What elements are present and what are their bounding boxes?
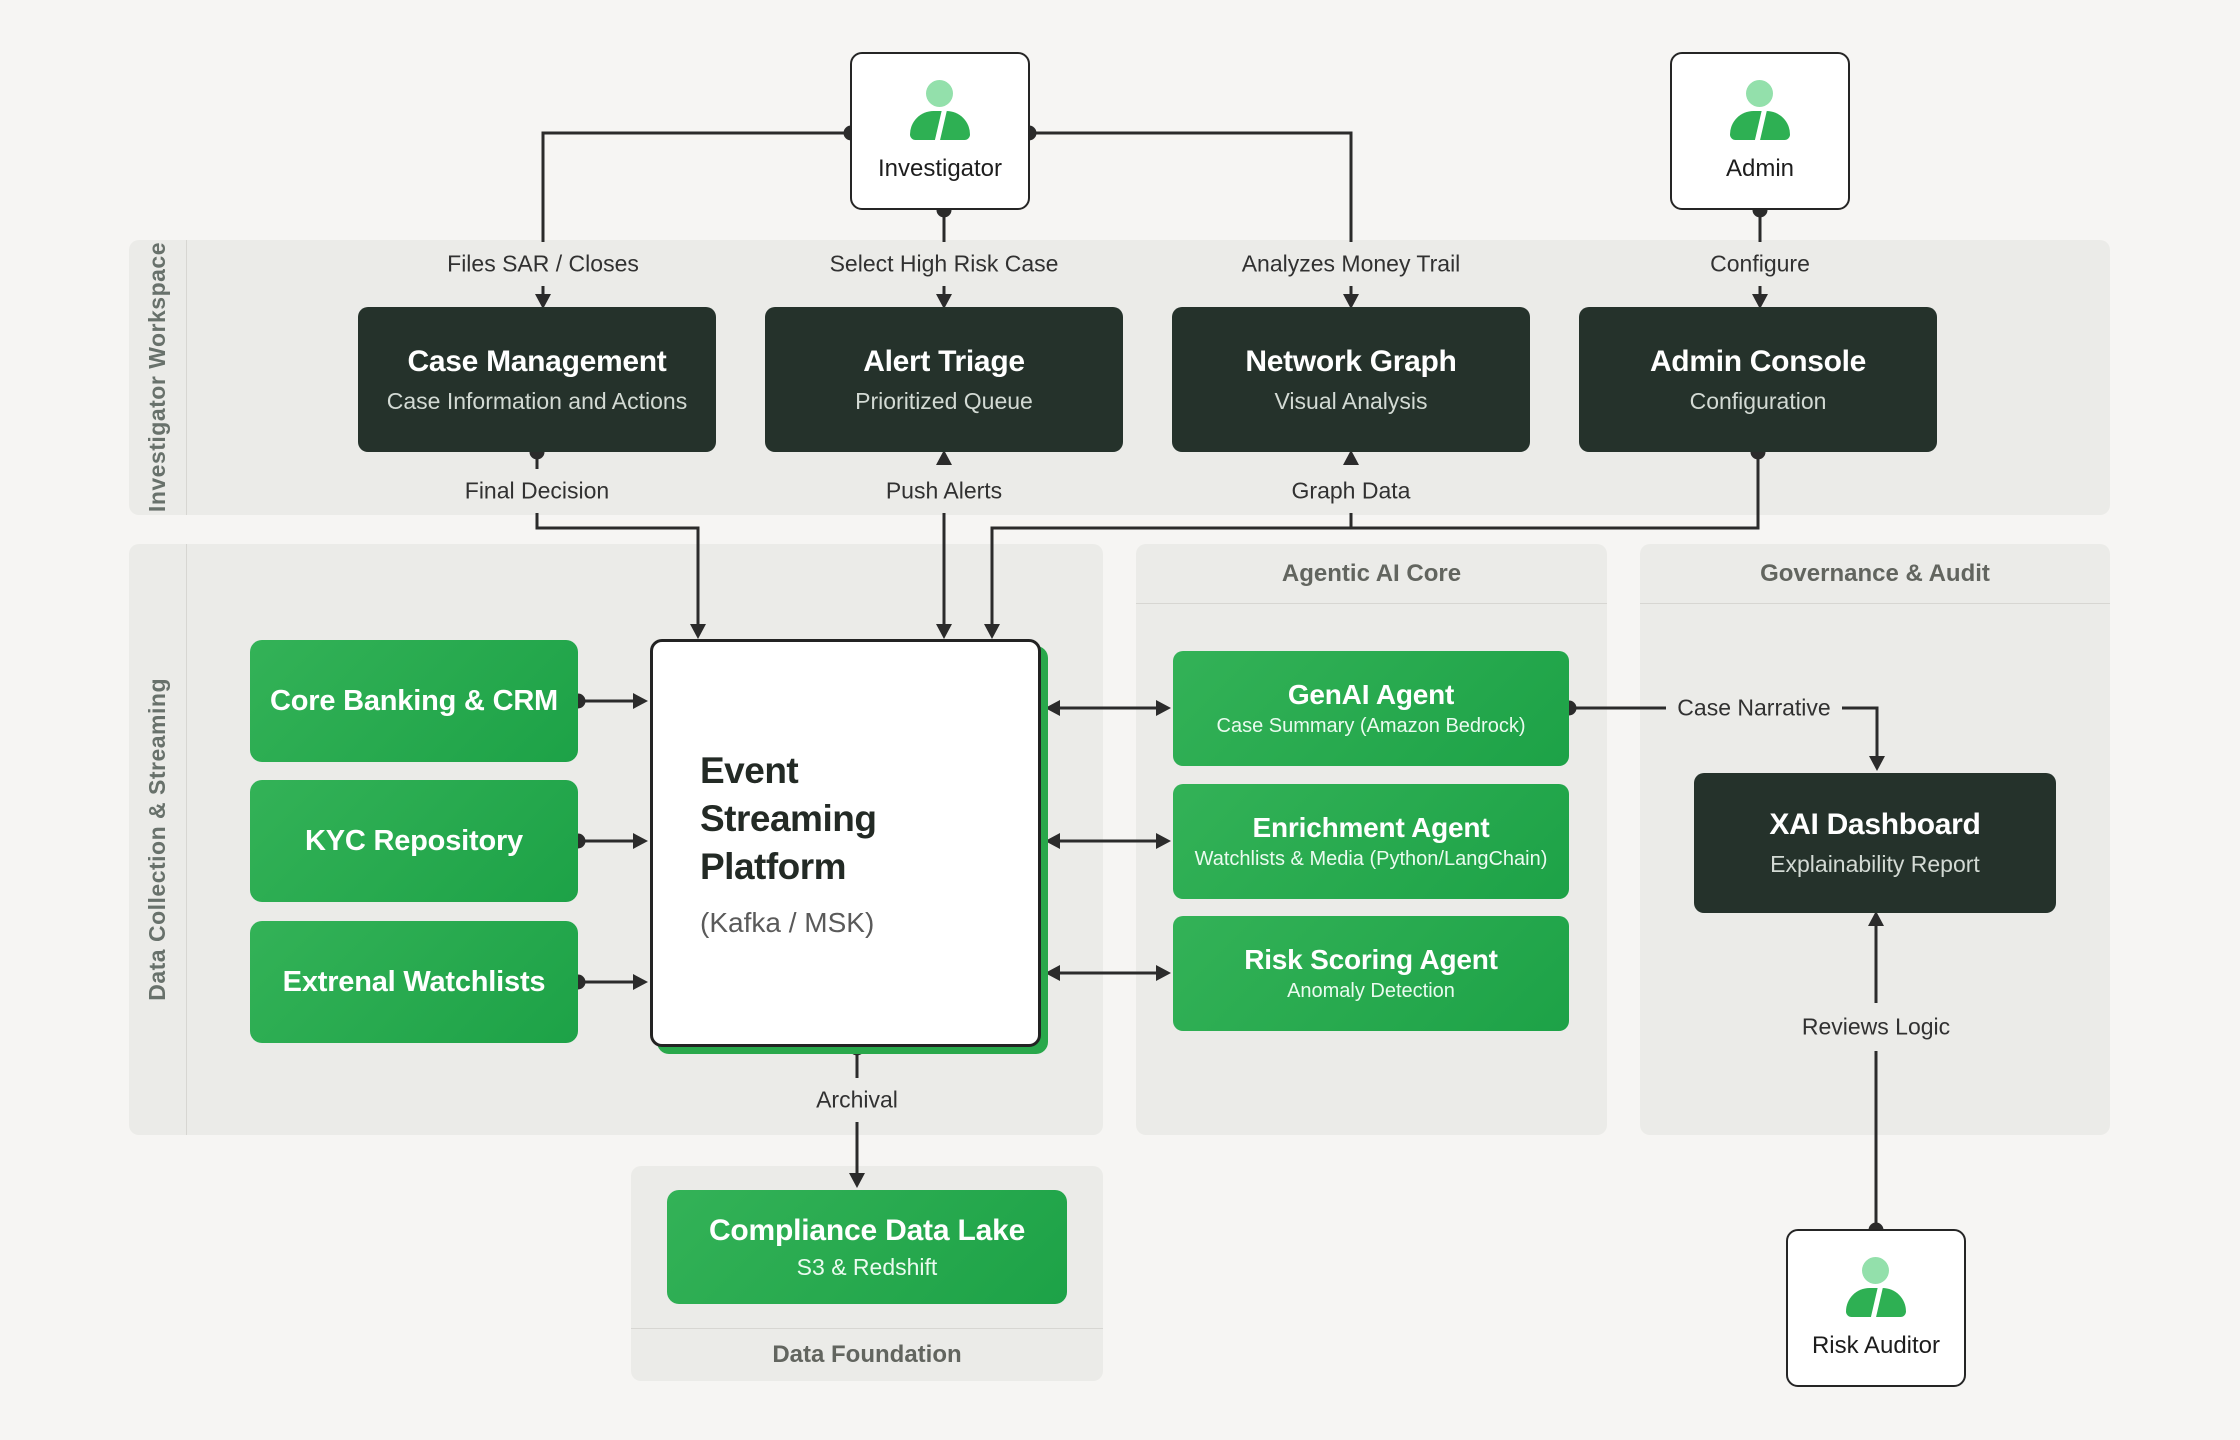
edge-arrowhead bbox=[633, 693, 648, 709]
person-icon bbox=[1728, 79, 1792, 140]
edge-label-select-high-risk: Select High Risk Case bbox=[829, 250, 1059, 277]
edge-arrowhead bbox=[1156, 833, 1171, 849]
edge-label-configure: Configure bbox=[1710, 250, 1810, 277]
node-subtitle: Visual Analysis bbox=[1274, 387, 1428, 414]
node-genai-agent: GenAI Agent Case Summary (Amazon Bedrock… bbox=[1173, 651, 1569, 766]
node-title: Core Banking & CRM bbox=[269, 684, 559, 717]
node-title: Extrenal Watchlists bbox=[282, 965, 546, 998]
node-title: GenAI Agent bbox=[1287, 679, 1455, 710]
node-title: Network Graph bbox=[1245, 344, 1457, 378]
node-admin-console: Admin Console Configuration bbox=[1579, 307, 1937, 452]
edge-arrowhead bbox=[936, 294, 952, 309]
edge-arrowhead bbox=[1752, 294, 1768, 309]
node-core-banking: Core Banking & CRM bbox=[250, 640, 578, 762]
edge-arrowhead bbox=[1156, 965, 1171, 981]
node-title: Admin Console bbox=[1649, 344, 1867, 378]
edge-arrowhead bbox=[1868, 911, 1884, 926]
edge-label-analyzes-money-trail: Analyzes Money Trail bbox=[1241, 250, 1461, 277]
node-event-streaming-platform: Event Streaming Platform (Kafka / MSK) bbox=[650, 639, 1041, 1047]
edge-arrowhead bbox=[1045, 833, 1060, 849]
edge-line bbox=[1029, 131, 1353, 242]
node-subtitle: Anomaly Detection bbox=[1287, 980, 1455, 1002]
edge-label-final-decision: Final Decision bbox=[464, 477, 610, 504]
edge-line bbox=[535, 513, 700, 625]
lane-strip: Data Collection & Streaming bbox=[129, 544, 187, 1135]
node-title: Alert Triage bbox=[863, 344, 1025, 378]
edge-arrowhead bbox=[849, 1173, 865, 1188]
node-case-management: Case Management Case Information and Act… bbox=[358, 307, 716, 452]
node-title: KYC Repository bbox=[305, 824, 523, 857]
node-external-watchlists: Extrenal Watchlists bbox=[250, 921, 578, 1043]
edge-label-archival: Archival bbox=[816, 1086, 898, 1113]
node-compliance-data-lake: Compliance Data Lake S3 & Redshift bbox=[667, 1190, 1067, 1304]
lane-label-agentic-ai-core: Agentic AI Core bbox=[1136, 544, 1607, 604]
edge-arrowhead bbox=[1156, 700, 1171, 716]
edge-arrowhead bbox=[1869, 756, 1885, 771]
node-subtitle: Prioritized Queue bbox=[855, 387, 1033, 414]
actor-risk-auditor: Risk Auditor bbox=[1786, 1229, 1966, 1387]
edge-line bbox=[1842, 706, 1879, 761]
edge-label-graph-data: Graph Data bbox=[1291, 477, 1411, 504]
edge-arrowhead bbox=[690, 624, 706, 639]
actor-admin: Admin bbox=[1670, 52, 1850, 210]
node-title: Enrichment Agent bbox=[1252, 812, 1490, 843]
node-subtitle: Case Information and Actions bbox=[386, 387, 688, 414]
node-alert-triage: Alert Triage Prioritized Queue bbox=[765, 307, 1123, 452]
lane-label-governance-audit: Governance & Audit bbox=[1640, 544, 2110, 604]
edge-arrowhead bbox=[535, 294, 551, 309]
node-xai-dashboard: XAI Dashboard Explainability Report bbox=[1694, 773, 2056, 913]
node-title: Compliance Data Lake bbox=[708, 1213, 1026, 1247]
edge-arrowhead bbox=[936, 624, 952, 639]
node-subtitle: Watchlists & Media (Python/LangChain) bbox=[1194, 848, 1548, 870]
edge-line bbox=[541, 131, 851, 242]
edge-label-case-narrative: Case Narrative bbox=[1677, 694, 1831, 721]
actor-label: Admin bbox=[1725, 154, 1795, 182]
node-title: XAI Dashboard bbox=[1769, 808, 1981, 841]
edge-arrowhead bbox=[1343, 450, 1359, 465]
edge-arrowhead bbox=[1045, 965, 1060, 981]
node-kyc-repository: KYC Repository bbox=[250, 780, 578, 902]
node-subtitle: (Kafka / MSK) bbox=[700, 907, 875, 939]
person-icon bbox=[1844, 1256, 1908, 1317]
edge-arrowhead bbox=[633, 833, 648, 849]
person-icon bbox=[908, 79, 972, 140]
node-subtitle: Explainability Report bbox=[1770, 851, 1980, 877]
edge-label-push-alerts: Push Alerts bbox=[885, 477, 1003, 504]
actor-label: Risk Auditor bbox=[1811, 1331, 1941, 1359]
node-title: Case Management bbox=[407, 344, 667, 378]
edge-arrowhead bbox=[984, 624, 1000, 639]
node-enrichment-agent: Enrichment Agent Watchlists & Media (Pyt… bbox=[1173, 784, 1569, 899]
node-subtitle: Configuration bbox=[1689, 387, 1827, 414]
node-subtitle: S3 & Redshift bbox=[796, 1253, 938, 1280]
node-risk-scoring-agent: Risk Scoring Agent Anomaly Detection bbox=[1173, 916, 1569, 1031]
edge-label-files-sar: Files SAR / Closes bbox=[447, 250, 639, 277]
actor-label: Investigator bbox=[877, 154, 1003, 182]
edge-arrowhead bbox=[936, 450, 952, 465]
edge-label-reviews-logic: Reviews Logic bbox=[1801, 1013, 1951, 1040]
node-network-graph: Network Graph Visual Analysis bbox=[1172, 307, 1530, 452]
lane-strip: Investigator Workspace bbox=[129, 240, 187, 515]
edge-line bbox=[990, 452, 1760, 625]
edge-arrowhead bbox=[633, 974, 648, 990]
node-subtitle: Case Summary (Amazon Bedrock) bbox=[1216, 715, 1526, 737]
node-title: Risk Scoring Agent bbox=[1244, 944, 1498, 975]
lane-label-data-foundation: Data Foundation bbox=[631, 1328, 1103, 1381]
edge-arrowhead bbox=[1045, 700, 1060, 716]
node-title: Event Streaming Platform bbox=[700, 749, 877, 888]
edge-arrowhead bbox=[1343, 294, 1359, 309]
actor-investigator: Investigator bbox=[850, 52, 1030, 210]
